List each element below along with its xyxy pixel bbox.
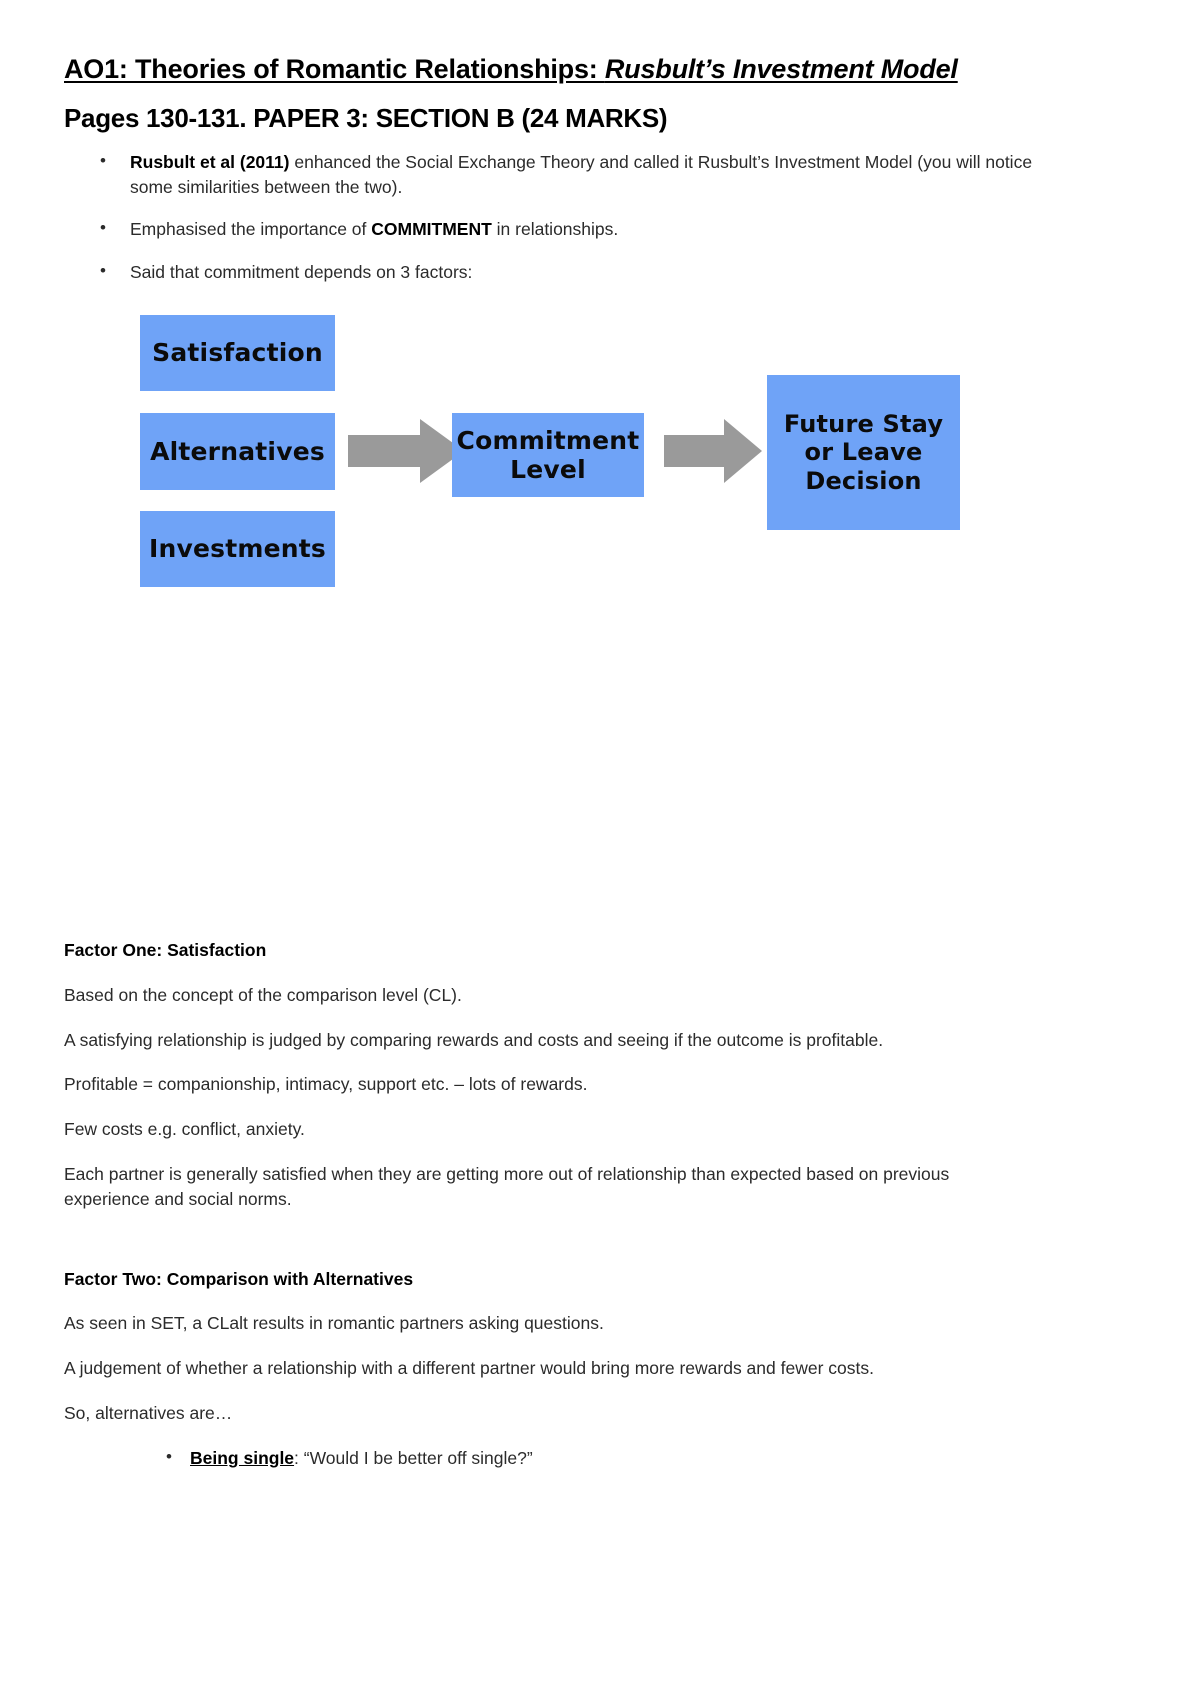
factor-two-paragraph-2: A judgement of whether a relationship wi… xyxy=(64,1358,874,1379)
page-title-italic: Rusbult’s Investment Model xyxy=(604,54,958,84)
future-line-3: Decision xyxy=(805,466,922,495)
spacer xyxy=(64,609,1036,939)
page-subtitle: Pages 130-131. PAPER 3: SECTION B (24 MA… xyxy=(64,102,668,133)
commitment-line-2: Level xyxy=(510,455,586,485)
page-title-plain: AO1: Theories of Romantic Relationships: xyxy=(64,54,605,84)
list-item: Said that commitment depends on 3 factor… xyxy=(64,259,1036,285)
factor-one-paragraph-1: Based on the concept of the comparison l… xyxy=(64,984,462,1005)
factor-one-paragraph-3: Profitable = companionship, intimacy, su… xyxy=(64,1074,588,1095)
spacer-2 xyxy=(64,1232,1036,1268)
factor-two-paragraph-3: So, alternatives are… xyxy=(64,1403,233,1424)
intro-bullet-list: Rusbult et al (2011) enhanced the Social… xyxy=(64,149,1036,285)
list-item: Being single: “Would I be better off sin… xyxy=(64,1445,1036,1471)
factor-one-paragraph-2: A satisfying relationship is judged by c… xyxy=(64,1029,884,1050)
diagram-box-commitment-level: Commitment Level xyxy=(452,413,644,498)
diagram-box-satisfaction: Satisfaction xyxy=(140,315,335,392)
bullet-bold-lead: Rusbult et al (2011) xyxy=(130,151,290,172)
factor-one-heading: Factor One: Satisfaction xyxy=(64,940,267,961)
arrow-right-icon-1 xyxy=(348,419,464,484)
bullet-text: enhanced the Social Exchange Theory and … xyxy=(130,151,1033,197)
bullet-text: : “Would I be better off single?” xyxy=(294,1447,533,1468)
commitment-line-1: Commitment xyxy=(456,425,640,455)
section-factor-one: Factor One: Satisfaction Based on the co… xyxy=(64,939,1036,1212)
list-item: Rusbult et al (2011) enhanced the Social… xyxy=(64,149,1036,200)
factor-two-heading: Factor Two: Comparison with Alternatives xyxy=(64,1268,414,1289)
factor-two-bullet-list: Being single: “Would I be better off sin… xyxy=(64,1445,1036,1471)
bullet-bold-underline: Being single xyxy=(190,1447,295,1468)
arrow-right-icon-2 xyxy=(664,419,762,484)
diagram-box-alternatives: Alternatives xyxy=(140,413,335,491)
future-line-2: or Leave xyxy=(804,438,923,467)
future-line-1: Future Stay xyxy=(783,410,944,439)
bullet-text: Said that commitment depends on 3 factor… xyxy=(130,262,473,283)
bullet-text-pre: Emphasised the importance of xyxy=(130,219,372,240)
diagram-box-future-decision: Future Stay or Leave Decision xyxy=(767,375,960,531)
document-content: AO1: Theories of Romantic Relationships:… xyxy=(64,52,1036,1485)
investment-model-diagram: Satisfaction Alternatives Investments Co… xyxy=(64,309,1036,609)
diagram-box-investments: Investments xyxy=(140,511,335,588)
factor-one-paragraph-5: Each partner is generally satisfied when… xyxy=(64,1164,950,1209)
list-item: Emphasised the importance of COMMITMENT … xyxy=(64,216,1036,242)
factor-two-paragraph-1: As seen in SET, a CLalt results in roman… xyxy=(64,1313,604,1334)
bullet-bold-mid: COMMITMENT xyxy=(371,219,492,240)
bullet-text-post: in relationships. xyxy=(491,219,619,240)
section-factor-two: Factor Two: Comparison with Alternatives… xyxy=(64,1268,1036,1471)
factor-one-paragraph-4: Few costs e.g. conflict, anxiety. xyxy=(64,1119,305,1140)
page-title: AO1: Theories of Romantic Relationships:… xyxy=(64,52,1036,88)
